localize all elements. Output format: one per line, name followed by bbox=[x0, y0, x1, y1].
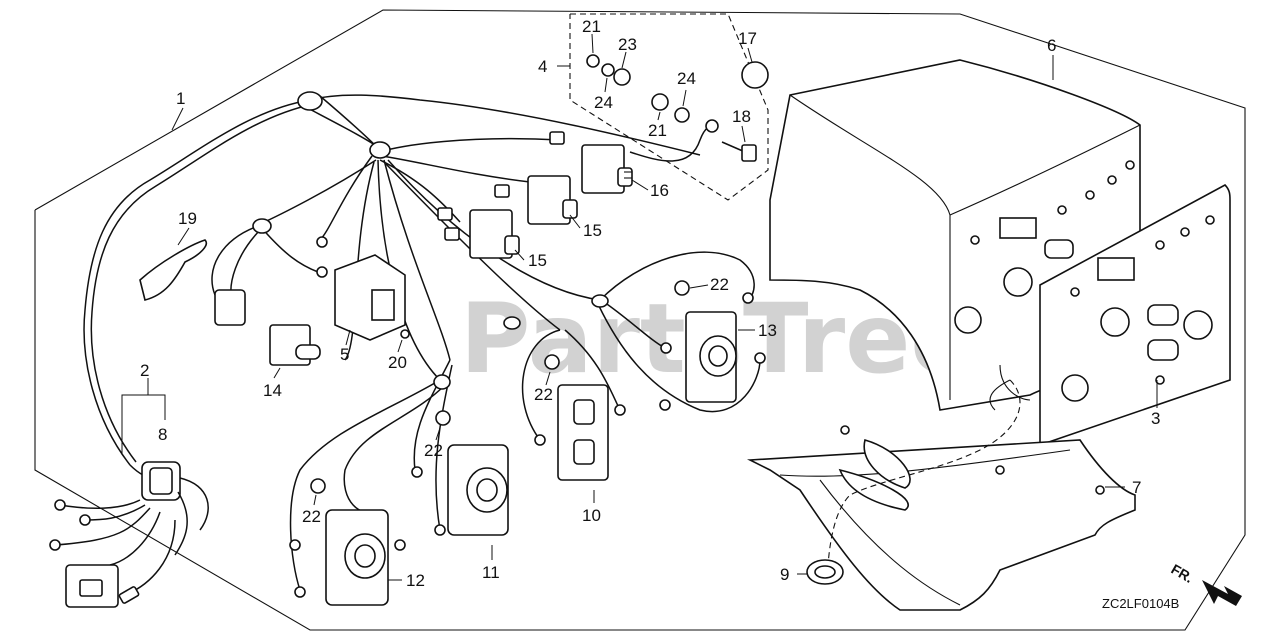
nut-22[interactable] bbox=[310, 478, 326, 494]
circuit-breaker-15-lower[interactable] bbox=[469, 209, 520, 259]
nut-22[interactable] bbox=[435, 410, 451, 426]
callout-leaders bbox=[121, 33, 1158, 581]
bolt[interactable] bbox=[721, 141, 757, 162]
nut-22[interactable] bbox=[544, 354, 560, 370]
callout-24b: 24 bbox=[677, 69, 696, 88]
callout-22b: 22 bbox=[534, 385, 553, 404]
callout-17: 17 bbox=[738, 29, 757, 48]
callout-15b: 15 bbox=[528, 251, 547, 270]
callout-13: 13 bbox=[758, 321, 777, 340]
hardware-set-box bbox=[569, 13, 769, 201]
harness-clip[interactable] bbox=[139, 239, 207, 301]
callout-22c: 22 bbox=[424, 441, 443, 460]
callout-14: 14 bbox=[263, 381, 282, 400]
callout-23: 23 bbox=[618, 35, 637, 54]
callout-12: 12 bbox=[406, 571, 425, 590]
control-panel-plate[interactable] bbox=[1039, 184, 1231, 447]
callout-19: 19 bbox=[178, 209, 197, 228]
front-direction-arrow: FR. bbox=[1169, 561, 1242, 606]
assembly-boundary bbox=[34, 9, 1246, 631]
nut-washer-hardware[interactable] bbox=[586, 54, 690, 123]
wire-harness[interactable] bbox=[83, 91, 766, 598]
callout-15a: 15 bbox=[583, 221, 602, 240]
callout-22d: 22 bbox=[302, 507, 321, 526]
callout-3: 3 bbox=[1151, 409, 1160, 428]
control-box-base[interactable] bbox=[746, 379, 1136, 611]
callout-18: 18 bbox=[732, 107, 751, 126]
callouts: 1 2 3 4 5 6 7 8 9 10 11 12 13 14 15 15 1… bbox=[140, 17, 1160, 590]
toggle-switch[interactable] bbox=[269, 324, 321, 366]
control-unit[interactable] bbox=[334, 254, 406, 341]
callout-9: 9 bbox=[780, 565, 789, 584]
callout-22a: 22 bbox=[710, 275, 729, 294]
receptacle-13[interactable] bbox=[685, 311, 737, 403]
callout-7: 7 bbox=[1132, 478, 1141, 497]
receptacle-10[interactable] bbox=[557, 384, 609, 481]
callout-16: 16 bbox=[650, 181, 669, 200]
callout-21b: 21 bbox=[648, 121, 667, 140]
nut-22[interactable] bbox=[674, 280, 690, 296]
grommet[interactable] bbox=[806, 559, 844, 585]
callout-5: 5 bbox=[340, 345, 349, 364]
screw[interactable] bbox=[400, 329, 410, 339]
callout-2: 2 bbox=[140, 361, 149, 380]
circuit-breaker-15-upper[interactable] bbox=[527, 175, 578, 225]
callout-8: 8 bbox=[158, 425, 167, 444]
receptacle-11[interactable] bbox=[447, 444, 509, 536]
multi-pin-connector[interactable] bbox=[49, 461, 209, 608]
svg-text:FR.: FR. bbox=[1169, 561, 1197, 586]
o-ring[interactable] bbox=[741, 61, 769, 89]
callout-6: 6 bbox=[1047, 36, 1056, 55]
callout-1: 1 bbox=[176, 89, 185, 108]
callout-10: 10 bbox=[582, 506, 601, 525]
fuse-holder[interactable] bbox=[214, 289, 246, 326]
callout-20: 20 bbox=[388, 353, 407, 372]
receptacle-12[interactable] bbox=[325, 509, 389, 606]
callout-4: 4 bbox=[538, 57, 547, 76]
callout-11: 11 bbox=[482, 563, 500, 582]
figure-code: ZC2LF0104B bbox=[1102, 596, 1179, 611]
callout-24a: 24 bbox=[594, 93, 613, 112]
callout-21a: 21 bbox=[582, 17, 601, 36]
circuit-breaker-16[interactable] bbox=[581, 144, 633, 194]
